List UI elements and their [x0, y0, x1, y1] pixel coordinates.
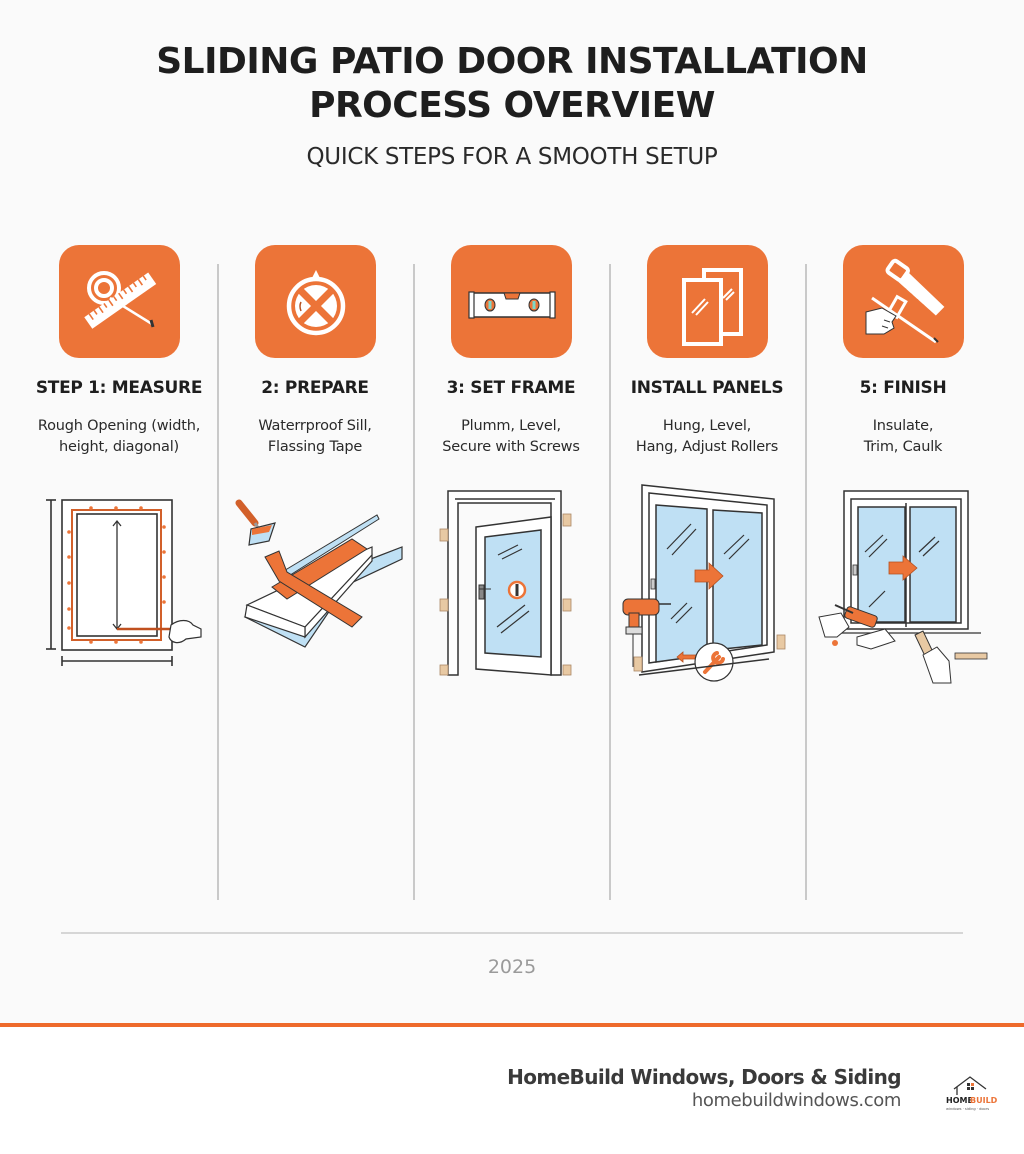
step-description-line: Waterrproof Sill, [258, 418, 372, 434]
step-description-line: height, diagonal) [59, 439, 179, 455]
sill-flashing-illustration [235, 499, 403, 648]
year-label: 2025 [487, 956, 537, 978]
step-title: 3: SET FRAME [446, 378, 576, 398]
column-divider [805, 264, 807, 900]
step-description-line: Insulate, [872, 418, 934, 434]
title-line-2: PROCESS OVERVIEW [309, 85, 715, 126]
step-title: INSTALL PANELS [630, 378, 784, 398]
company-url-link[interactable]: homebuildwindows.com [691, 1090, 902, 1111]
caulking-trim-illustration [818, 490, 988, 684]
logo-tagline: windows · siding · doors [946, 1107, 989, 1111]
step-description: Insulate, Trim, Caulk [805, 416, 1001, 458]
page-title: SLIDING PATIO DOOR INSTALLATION PROCESS … [0, 40, 1024, 128]
step-set-frame: 3: SET FRAME Plumm, Level, Secure with S… [413, 245, 609, 685]
step-description-line: Flassing Tape [267, 439, 363, 455]
rough-opening-illustration [46, 499, 202, 666]
page-subtitle: QUICK STEPS FOR A SMOOTH SETUP [306, 144, 718, 170]
step-description-line: Plumm, Level, [461, 418, 561, 434]
title-line-1: SLIDING PATIO DOOR INSTALLATION [156, 41, 868, 82]
step-description-line: Secure with Screws [442, 439, 580, 455]
sliding-panels-illustration [622, 484, 786, 682]
step-description: Rough Opening (width, height, diagonal) [21, 416, 217, 458]
step-description: Waterrproof Sill, Flassing Tape [217, 416, 413, 458]
accent-bar [0, 1023, 1024, 1027]
step-description-line: Trim, Caulk [863, 439, 943, 455]
glass-panels-icon [647, 245, 768, 358]
step-title: 5: FINISH [859, 378, 947, 398]
door-frame-illustration [439, 490, 572, 676]
step-measure: STEP 1: MEASURE Rough Opening (width, he… [21, 245, 217, 685]
footer-divider [61, 932, 963, 934]
step-title: 2: PREPARE [261, 378, 369, 398]
spirit-level-icon [451, 245, 572, 358]
ruler-tape-measure-icon [59, 245, 180, 358]
company-info: HomeBuild Windows, Doors & Siding homebu… [507, 1064, 902, 1112]
step-prepare: 2: PREPARE Waterrproof Sill, Flassing Ta… [217, 245, 413, 685]
column-divider [217, 264, 219, 900]
logo-text-build: BUILD [970, 1096, 998, 1105]
step-title: STEP 1: MEASURE [35, 378, 203, 398]
homebuild-logo: HOME BUILD windows · siding · doors [946, 1076, 998, 1111]
sill-seal-icon [255, 245, 376, 358]
company-name: HomeBuild Windows, Doors & Siding [507, 1065, 902, 1089]
step-description-line: Hang, Adjust Rollers [635, 439, 779, 455]
step-description-line: Rough Opening (width, [37, 418, 201, 434]
step-install-panels: INSTALL PANELS Hung, Level, Hang, Adjust… [609, 245, 805, 685]
step-finish: 5: FINISH Insulate, Trim, Caulk [805, 245, 1001, 685]
column-divider [609, 264, 611, 900]
step-description: Plumm, Level, Secure with Screws [413, 416, 609, 458]
step-description: Hung, Level, Hang, Adjust Rollers [609, 416, 805, 458]
column-divider [413, 264, 415, 900]
step-description-line: Hung, Level, [662, 418, 752, 434]
logo-text-home: HOME [946, 1096, 973, 1105]
saw-caulk-gun-icon [843, 245, 964, 358]
